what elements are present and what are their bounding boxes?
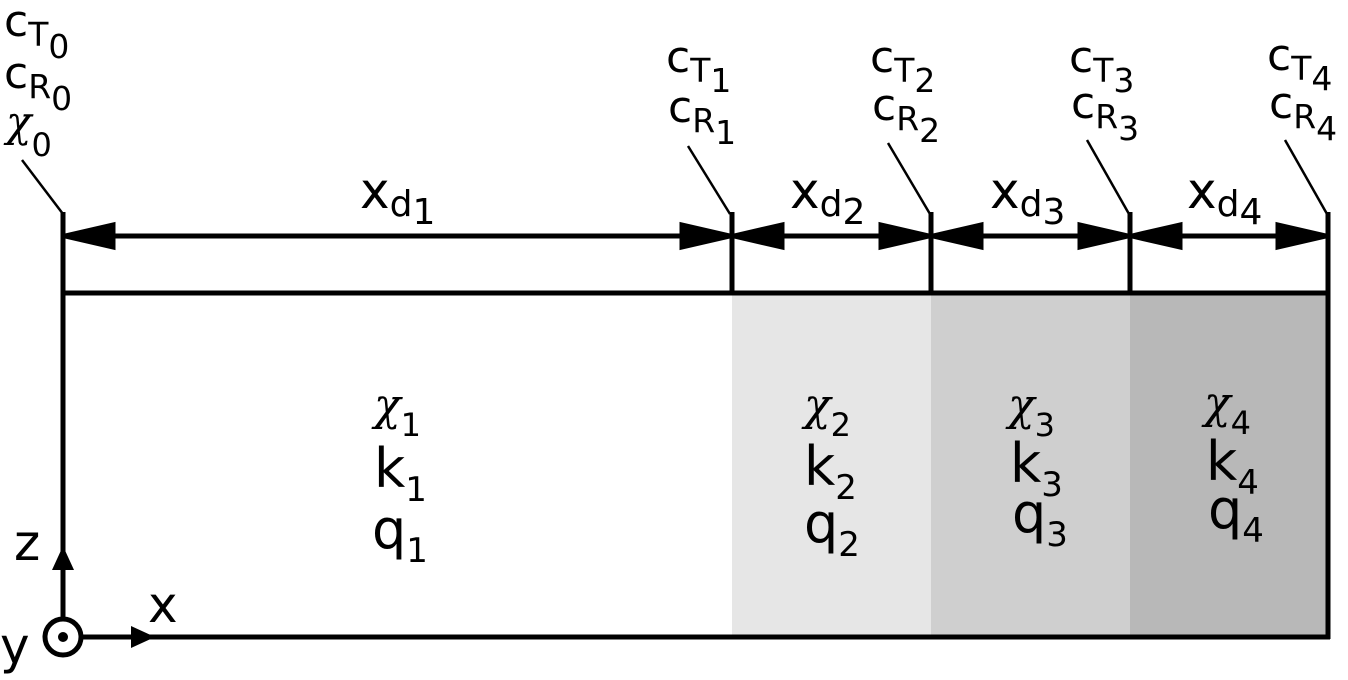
layer-1-fill: [63, 293, 732, 637]
layer-3-q: q3: [1012, 482, 1068, 555]
c-t-3-label: cT3: [1069, 32, 1134, 100]
c-t-1-label: cT1: [666, 32, 731, 100]
layer-4-fill: [1130, 293, 1328, 637]
dimension-arrow-3: [932, 221, 1129, 251]
layer-2-k: k2: [804, 435, 857, 508]
c-t-2-label: cT2: [870, 32, 935, 100]
boundary-label-2: cT2 cR2: [870, 32, 940, 150]
boundary-ticks: [729, 212, 1331, 293]
thickness-label-4: xd4: [1187, 162, 1262, 233]
dimension-arrow-4: [1131, 221, 1327, 251]
dimension-arrow-2: [733, 221, 930, 251]
boundary-label-0: cT0 cR0 χ0: [3, 0, 72, 164]
c-r-4-label: cR4: [1269, 78, 1337, 148]
layer-1-chi: χ1: [371, 380, 421, 444]
c-r-3-label: cR3: [1071, 78, 1139, 148]
c-r-2-label: cR2: [872, 80, 940, 150]
layer-1-labels: χ1 k1 q1: [371, 380, 428, 571]
z-axis-label: z: [14, 514, 40, 572]
boundary-label-1: cT1 cR1: [666, 32, 736, 152]
layer-2-labels: χ2 k2 q2: [801, 380, 860, 565]
dimension-arrow-1: [64, 221, 731, 251]
z-axis-arrowhead: [52, 546, 74, 570]
x-axis-label: x: [148, 576, 178, 634]
dimension-arrows: [64, 221, 1327, 251]
thickness-label-1: xd1: [360, 162, 435, 233]
layer-2-chi: χ2: [801, 380, 851, 444]
layer-4-q: q4: [1208, 478, 1264, 551]
thickness-label-3: xd3: [990, 162, 1065, 233]
c-r-0-label: cR0: [4, 48, 72, 118]
layer-4-chi: χ4: [1201, 378, 1251, 442]
layer-2-q: q2: [804, 492, 860, 565]
layer-4-k: k4: [1206, 430, 1259, 503]
layer-3-fill: [931, 293, 1130, 637]
layer-2-fill: [732, 293, 931, 637]
boundary-label-3: cT3 cR3: [1069, 32, 1139, 148]
domain-outline: [60, 212, 1331, 640]
leader-lines: [21, 139, 1329, 215]
layer-3-k: k3: [1010, 432, 1063, 505]
layer-1-q: q1: [372, 498, 428, 571]
c-r-1-label: cR1: [668, 82, 736, 152]
thickness-label-2: xd2: [790, 162, 865, 233]
coordinate-axes: z x y: [0, 514, 178, 675]
layer-3-chi: χ3: [1005, 380, 1055, 444]
layer-1-k: k1: [374, 437, 427, 510]
x-axis-arrowhead: [131, 626, 155, 648]
y-axis-label: y: [0, 617, 30, 675]
layer-4-labels: χ4 k4 q4: [1201, 378, 1264, 551]
c-t-0-label: cT0: [4, 0, 69, 66]
chi-0-label: χ0: [3, 97, 52, 164]
layer-3-labels: χ3 k3 q3: [1005, 380, 1068, 555]
boundary-label-4: cT4 cR4: [1267, 30, 1337, 148]
c-t-4-label: cT4: [1267, 30, 1332, 98]
